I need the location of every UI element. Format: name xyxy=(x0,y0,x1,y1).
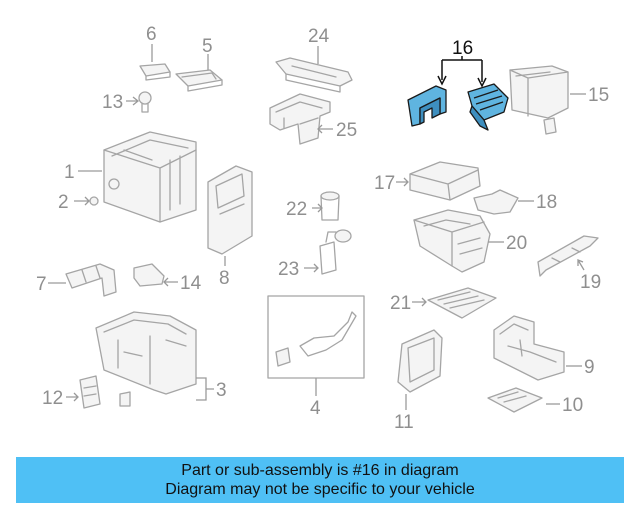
callout-17: 17 xyxy=(374,173,395,194)
callout-3: 3 xyxy=(216,380,227,401)
part-22 xyxy=(312,191,340,221)
callout-19: 19 xyxy=(580,272,601,293)
part-3 xyxy=(95,311,214,407)
callout-13: 13 xyxy=(102,92,123,113)
part-21 xyxy=(412,287,497,319)
callout-8: 8 xyxy=(219,268,230,289)
parts-diagram: 1 2 3 4 5 6 7 8 9 10 11 12 13 14 15 16 1… xyxy=(36,24,609,433)
callout-22: 22 xyxy=(286,199,307,220)
part-9 xyxy=(493,315,582,381)
part-20 xyxy=(413,209,504,273)
callout-5: 5 xyxy=(202,36,213,57)
part-7 xyxy=(48,263,117,297)
part-14 xyxy=(133,263,178,287)
part-15 xyxy=(509,65,586,135)
callout-25: 25 xyxy=(336,120,357,141)
info-banner: Part or sub-assembly is #16 in diagram D… xyxy=(16,457,624,503)
callout-12: 12 xyxy=(42,388,63,409)
part-10 xyxy=(487,387,560,413)
part-6 xyxy=(139,44,171,81)
callout-23: 23 xyxy=(278,259,299,280)
part-18 xyxy=(473,189,534,215)
banner-line-1: Part or sub-assembly is #16 in diagram xyxy=(181,462,459,479)
part-4 xyxy=(267,295,365,396)
part-23 xyxy=(304,229,352,275)
callout-21: 21 xyxy=(390,293,411,314)
banner-line-2: Diagram may not be specific to your vehi… xyxy=(165,481,475,498)
callout-2: 2 xyxy=(58,192,69,213)
callout-11: 11 xyxy=(394,412,414,433)
part-5 xyxy=(175,54,223,92)
part-8 xyxy=(207,165,253,266)
callout-14: 14 xyxy=(180,273,202,294)
callout-10: 10 xyxy=(562,395,583,416)
callout-7: 7 xyxy=(36,274,47,295)
part-12 xyxy=(66,375,101,409)
part-17 xyxy=(396,161,481,201)
part-24 xyxy=(275,46,353,93)
callout-20: 20 xyxy=(506,233,527,254)
part-19 xyxy=(537,235,599,277)
part-16-highlighted xyxy=(407,56,509,131)
part-1 xyxy=(78,131,197,223)
callout-18: 18 xyxy=(536,192,557,213)
callout-16: 16 xyxy=(452,38,473,59)
part-11 xyxy=(397,329,443,410)
callout-15: 15 xyxy=(588,85,609,106)
callout-1: 1 xyxy=(64,162,75,183)
part-25 xyxy=(269,93,333,145)
callout-24: 24 xyxy=(308,26,330,47)
part-2 xyxy=(74,196,99,206)
callout-6: 6 xyxy=(146,24,157,45)
callout-9: 9 xyxy=(584,357,595,378)
callout-4: 4 xyxy=(310,398,321,419)
part-13 xyxy=(126,91,152,113)
